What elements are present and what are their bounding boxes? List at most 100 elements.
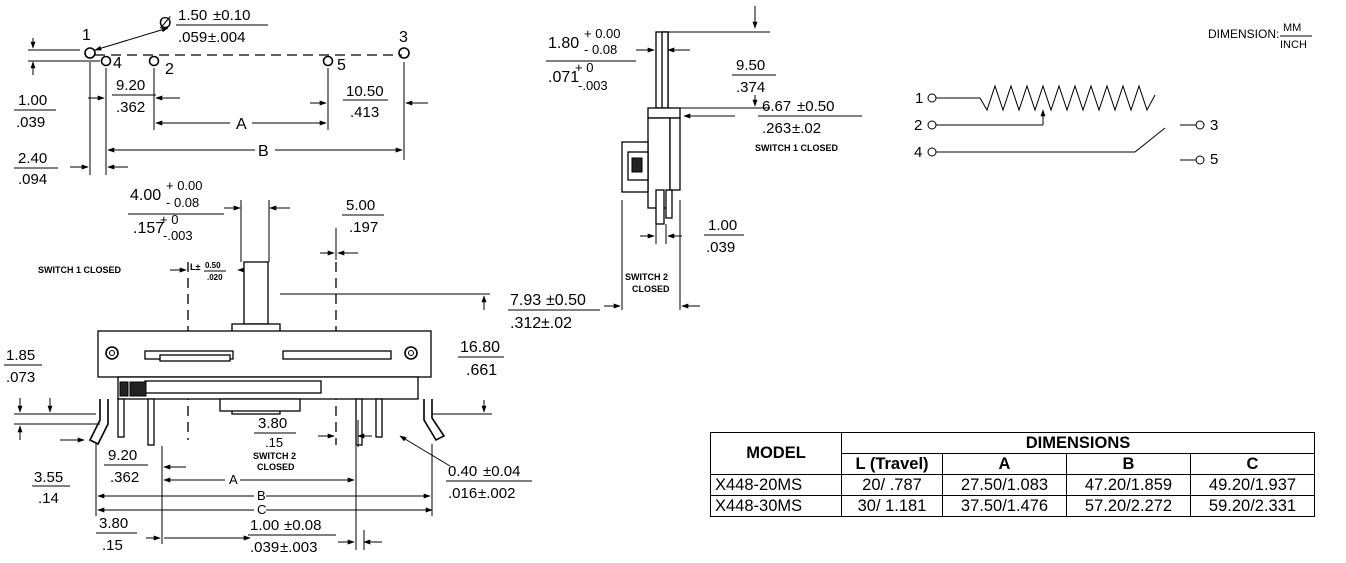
top-dim-2-mm: 9.20: [116, 77, 145, 94]
pin-label-5: 5: [337, 57, 346, 74]
front-dim-7-mm: 3.55: [34, 469, 63, 486]
hole-dia-mm: 1.50: [178, 7, 207, 24]
switch-symbol: [1134, 127, 1166, 153]
front-dim-1-tol-minus-mm: - 0.08: [166, 195, 199, 210]
front-view: 4.00 + 0.00 - 0.08 .157 + 0 -.003 5.00 .…: [4, 178, 532, 556]
table-row: X448-20MS 20/ .787 27.50/1.083 47.20/1.8…: [710, 474, 1315, 496]
front-dim-1-tol-minus-in: -.003: [163, 228, 193, 243]
top-dim-4-mm: 2.40: [18, 150, 47, 167]
front-dim-1-tol-plus-mm: + 0.00: [166, 178, 203, 193]
side-dim-5-tol-mm: ±0.50: [546, 292, 586, 309]
header-l-travel: L (Travel): [841, 453, 943, 475]
resistor-symbol: [936, 84, 1156, 112]
mount-hole-right: [404, 346, 418, 360]
cell-c: 49.20/1.937: [1190, 474, 1315, 496]
side-dim-2-mm: 9.50: [736, 57, 765, 74]
side-dim-1-tol-minus-in: -.003: [578, 78, 608, 93]
side-dim-3-tol-mm: ±0.50: [797, 98, 834, 115]
header-b: B: [1066, 453, 1191, 475]
cell-l: 20/ .787: [841, 474, 943, 496]
switch-2-closed-label-front-1: SWITCH 2: [253, 451, 296, 461]
side-dim-1-tol-plus-in: + 0: [575, 60, 593, 75]
schematic-pin-4: 4: [914, 144, 922, 161]
side-switch-2-label-1: SWITCH 2: [625, 272, 668, 282]
side-dim-1-tol-minus-mm: - 0.08: [584, 42, 617, 57]
pin-label-1: 1: [82, 27, 91, 44]
top-dim-3-mm: 10.50: [346, 83, 384, 100]
side-view: 1.80 + 0.00 - 0.08 .071 + 0 -.003 9.50 .…: [508, 6, 862, 332]
side-dim-3-mm: 6.67: [762, 98, 791, 115]
units-note: DIMENSION: MM INCH: [1208, 22, 1312, 51]
side-dim-5-mm: 7.93: [510, 292, 541, 309]
top-pinout-view: 1 4 2 5 3 Ø 1.50 ±0.10 .059 ±.004 1.00 .…: [14, 7, 428, 188]
hole-tol-mm: ±0.10: [213, 7, 250, 24]
schematic-pin-3: 3: [1210, 117, 1218, 134]
cell-c: 59.20/2.331: [1190, 495, 1315, 517]
side-switch-2-label-2: CLOSED: [632, 284, 670, 294]
front-dim-a: A: [229, 472, 238, 487]
top-dim-1-in: .039: [16, 114, 45, 131]
travel-tol-in: .020: [207, 273, 223, 282]
cell-a: 27.50/1.083: [942, 474, 1067, 496]
side-dim-2-in: .374: [736, 79, 765, 96]
travel-label: L±: [190, 262, 200, 272]
side-dim-1-mm: 1.80: [548, 35, 579, 52]
pin-3-hole: [398, 47, 410, 59]
side-dim-4-in: .039: [706, 239, 735, 256]
hole-dia-in: .059: [178, 29, 207, 46]
front-dim-2-mm: 5.00: [346, 197, 375, 214]
switch-2-closed-label-front-2: CLOSED: [257, 462, 295, 472]
pin-5-hole: [322, 55, 334, 67]
cell-a: 37.50/1.476: [942, 495, 1067, 517]
side-switch-1-closed-label: SWITCH 1 CLOSED: [755, 143, 839, 153]
front-dim-3-mm: 1.85: [6, 347, 35, 364]
schematic-pin-1: 1: [915, 90, 923, 107]
side-dim-5-in: .312: [510, 315, 541, 332]
header-c: C: [1190, 453, 1315, 475]
pin-label-4: 4: [113, 55, 122, 72]
schematic-pin-5: 5: [1210, 151, 1218, 168]
side-dim-3-tol-in: ±.02: [792, 120, 821, 137]
units-numerator: MM: [1283, 22, 1301, 34]
top-dim-2-in: .362: [116, 99, 145, 116]
units-denominator: INCH: [1280, 39, 1307, 51]
front-dim-8-tol-in: ±.002: [478, 485, 515, 502]
front-dim-10-tol-mm: ±0.08: [284, 517, 321, 534]
top-dim-a: A: [236, 116, 247, 133]
front-dim-8-in: .016: [448, 485, 477, 502]
pin-label-2: 2: [165, 61, 174, 78]
front-dim-8-tol-mm: ±0.04: [483, 463, 520, 480]
schematic-pin-2: 2: [914, 117, 922, 134]
front-dim-5-in: .15: [265, 435, 283, 450]
front-dim-9-in: .15: [102, 537, 123, 554]
pin-1-hole: [84, 47, 96, 59]
dimension-table: MODEL DIMENSIONS L (Travel) A B C X448-2…: [710, 432, 1315, 517]
side-dim-4-mm: 1.00: [708, 217, 737, 234]
front-dim-10-tol-in: ±.003: [280, 539, 317, 556]
front-dim-1-in: .157: [133, 220, 164, 237]
front-dim-10-mm: 1.00: [250, 517, 279, 534]
cell-b: 47.20/1.859: [1066, 474, 1191, 496]
diameter-symbol: Ø: [159, 15, 171, 32]
side-dim-3-in: .263: [762, 120, 791, 137]
side-dim-1-in: .071: [548, 69, 579, 86]
front-dim-7-in: .14: [38, 490, 59, 507]
front-dim-10-in: .039: [250, 539, 279, 556]
hole-tol-in: ±.004: [208, 29, 245, 46]
header-model: MODEL: [710, 432, 842, 475]
top-dim-3-in: .413: [350, 104, 379, 121]
pin-4-hole: [100, 55, 112, 67]
mount-hole-left: [105, 346, 119, 360]
top-dim-1-mm: 1.00: [18, 92, 47, 109]
front-dim-1-tol-plus-in: + 0: [160, 212, 178, 227]
front-dim-4-mm: 16.80: [460, 339, 500, 356]
front-dim-2-in: .197: [349, 219, 378, 236]
cell-model: X448-20MS: [710, 474, 842, 496]
front-dim-6-in: .362: [110, 469, 139, 486]
pin-2-hole: [148, 55, 160, 67]
front-dim-b: B: [257, 488, 266, 503]
cell-l: 30/ 1.181: [841, 495, 943, 517]
front-dim-9-mm: 3.80: [99, 515, 128, 532]
side-dim-5-tol-in: ±.02: [541, 315, 572, 332]
